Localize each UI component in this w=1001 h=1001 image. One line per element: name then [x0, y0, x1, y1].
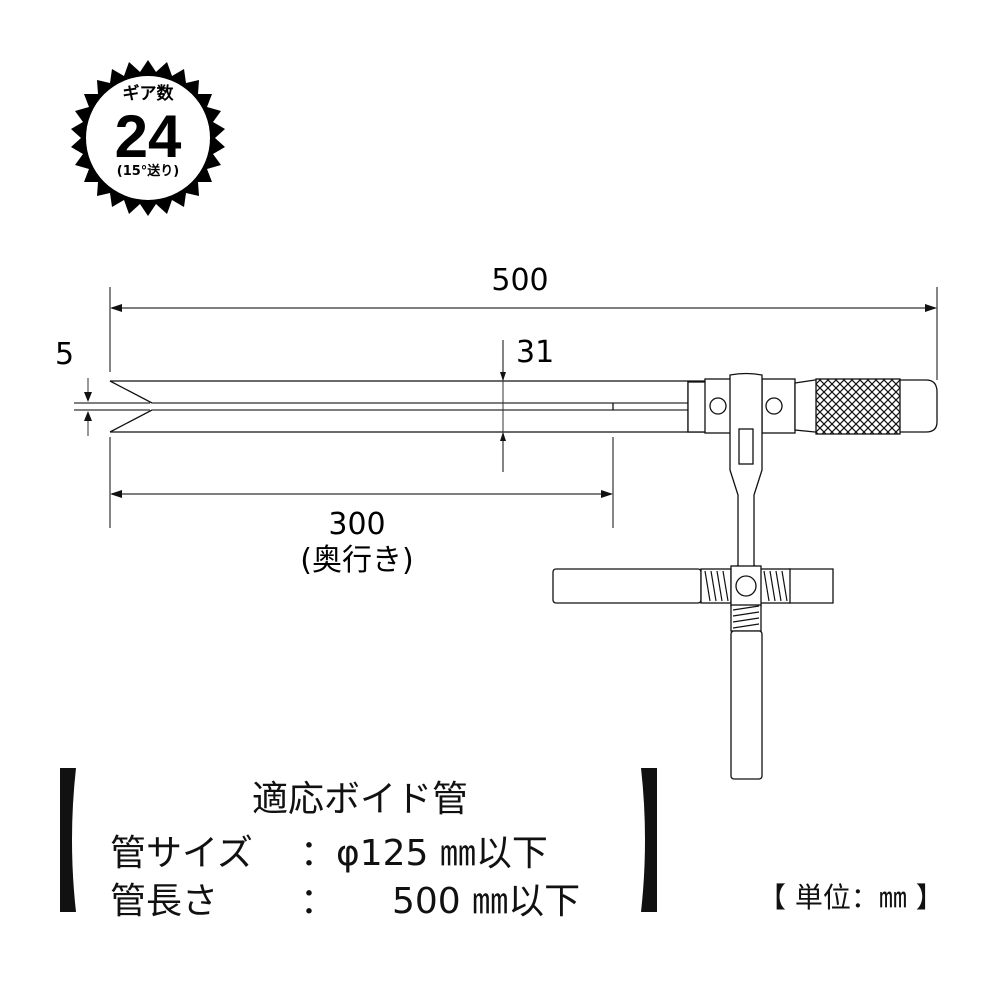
- spec-box-brackets: [60, 768, 657, 912]
- insertion-depth-label: 300: [328, 507, 385, 542]
- spec-colon: ：: [300, 881, 337, 922]
- overall-length-label: 500: [491, 263, 548, 298]
- badge-subtitle: (15°送り): [117, 163, 179, 179]
- spec-row-pipe-size: 管サイズ ：φ125 ㎜以下: [110, 824, 548, 876]
- insertion-depth-caption: (奥行き): [300, 543, 413, 578]
- overall-length-dimension: [109, 287, 938, 380]
- spec-value: φ125 ㎜以下: [336, 833, 548, 874]
- ratchet-head: [687, 372, 938, 581]
- spec-label: 管サイズ: [110, 833, 253, 874]
- spec-label: 管長さ: [110, 881, 219, 922]
- spec-row-pipe-length: 管長さ ： 500 ㎜以下: [110, 872, 580, 924]
- tip-gap-dimension: [74, 378, 150, 436]
- blade-height-label: 31: [516, 335, 554, 370]
- cutter-blade: [109, 380, 705, 433]
- spec-heading: 適応ボイド管: [251, 779, 468, 820]
- tip-gap-label: 5: [55, 337, 74, 372]
- badge-value: 24: [115, 103, 182, 170]
- blade-height-dimension: [500, 340, 506, 472]
- insertion-depth-dimension: [109, 437, 614, 528]
- unit-note: 【 単位：㎜ 】: [758, 881, 944, 914]
- badge-title: ギア数: [123, 83, 175, 104]
- t-handle: [552, 565, 834, 780]
- knurled-grip: [815, 378, 901, 435]
- gear-count-badge: ギア数 24 (15°送り): [71, 60, 225, 216]
- spec-colon: ：: [300, 833, 337, 874]
- spec-value: 500 ㎜以下: [392, 881, 581, 922]
